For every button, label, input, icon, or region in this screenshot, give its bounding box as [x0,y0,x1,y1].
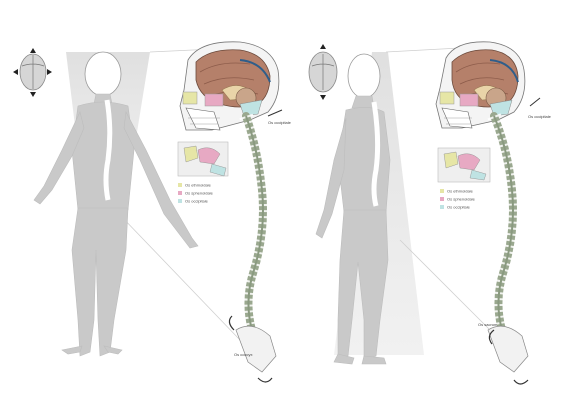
sagittal-head [179,41,280,131]
occipital-pointer-arrow [267,109,283,117]
legend-swatch-sphenoid [440,197,444,201]
spinal-column-right [487,112,529,373]
legend-label: Os ethmoidale [447,189,474,194]
legend-label: Os occipitale [447,205,471,210]
spinal-column-left [235,112,277,373]
sacrum-rotation-arrow [488,329,495,345]
coccyx-rotation-arrow [513,379,529,385]
legend-left: Os ethmoidale Os sphenoidale Os occipita… [178,183,214,204]
legend-swatch-ethmoid [178,183,182,187]
right-panel: Os occipitale Os ethmoidale Os sphenoida… [308,41,552,385]
label-coccyx: Os coccyx [234,352,252,357]
cranial-base-inset [437,147,491,183]
sagittal-head [435,41,526,129]
figure-spine-highlight [103,99,113,201]
skull-top-view-icon [13,48,52,97]
skull-top-view-icon [308,44,338,100]
legend-swatch-occipital [440,205,444,209]
legend-swatch-ethmoid [440,189,444,193]
occipital-pointer-arrow [529,97,541,107]
legend-label: Os occipitale [185,199,209,204]
sacrum-rotation-arrow [228,315,235,331]
label-occipital: Os occipitale [528,114,552,119]
legend-label: Os sphenoidale [185,191,214,196]
left-panel: Os occipitale Os ethmoidale Os sphenoida… [13,41,292,383]
legend-label: Os sphenoidale [447,197,476,202]
cranial-base-inset [177,141,229,177]
legend-swatch-occipital [178,199,182,203]
legend-right: Os ethmoidale Os sphenoidale Os occipita… [440,189,476,210]
figure-spine-highlight [371,101,381,207]
legend-swatch-sphenoid [178,191,182,195]
label-coccyx: Os sacrum [478,322,498,327]
coccyx-rotation-arrow [257,377,273,383]
label-occipital: Os occipitale [268,120,292,125]
legend-label: Os ethmoidale [185,183,212,188]
